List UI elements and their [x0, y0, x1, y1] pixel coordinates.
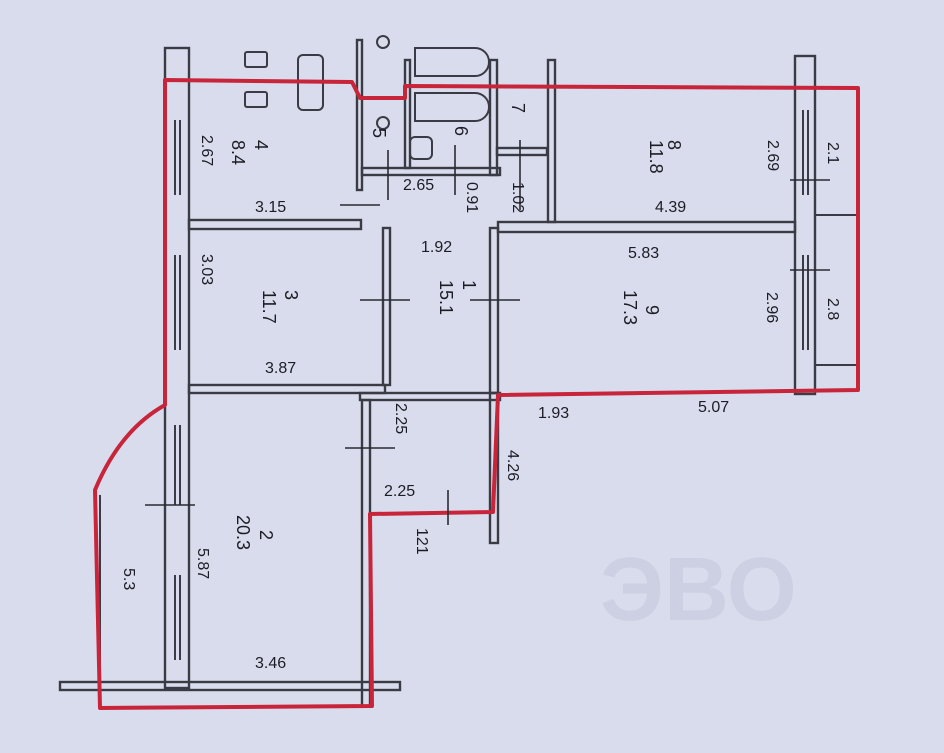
dim-closet-width: 2.25	[384, 483, 415, 500]
dim-bottom-a: 1.93	[538, 405, 569, 422]
room-9-number: 9	[642, 305, 662, 315]
dim-bottom-b: 5.07	[698, 399, 729, 416]
room-labels: 4 8.4 5 6 7 8 11.8 1 15.1 3 11.7 9 17.3 …	[228, 103, 684, 550]
toilet-icon	[409, 136, 433, 160]
dim-kitchen-width: 3.15	[255, 199, 286, 216]
dim-room2-height: 5.87	[194, 548, 211, 579]
dim-room9-width: 5.83	[628, 245, 659, 262]
room-3-area: 11.7	[259, 290, 279, 324]
dim-room2-width: 3.46	[255, 655, 286, 672]
room-6-number: 6	[451, 126, 471, 136]
washbasin-icon	[376, 35, 390, 49]
room-4-area: 8.4	[228, 140, 248, 165]
dim-balcony-right: 2.8	[824, 298, 841, 320]
room-7-number: 7	[508, 103, 528, 113]
dim-hall-width: 1.92	[421, 239, 452, 256]
dim-balcony-top: 2.1	[824, 142, 841, 164]
stove-icon	[244, 51, 268, 68]
dim-loggia-length: 5.3	[120, 568, 137, 590]
room-9-area: 17.3	[620, 290, 640, 325]
dimension-labels: 2.67 3.15 2.65 0.91 1.02 2.69 4.39 2.1 1…	[120, 135, 841, 672]
dim-closet-height: 2.25	[392, 403, 409, 434]
dim-room3-height: 3.03	[198, 254, 215, 285]
dimension-ticks	[145, 140, 830, 525]
room-8-area: 11.8	[646, 140, 666, 174]
walls	[58, 38, 858, 708]
dim-bath-width: 2.65	[403, 177, 434, 194]
dim-step-height: 4.26	[504, 450, 521, 481]
dim-room3-width: 3.87	[265, 360, 296, 377]
room-1-number: 1	[459, 280, 479, 290]
room-8-number: 8	[664, 140, 684, 150]
dim-room8-width: 4.39	[655, 199, 686, 216]
apartment-boundary	[93, 78, 860, 710]
dim-corridor-a: 0.91	[463, 182, 480, 213]
room-2-area: 20.3	[233, 515, 253, 550]
fixtures	[244, 35, 490, 160]
room-1-area: 15.1	[436, 280, 456, 315]
room-2-number: 2	[256, 530, 276, 540]
dim-room9-height: 2.96	[763, 292, 780, 323]
room-3-number: 3	[281, 290, 301, 300]
room-4-number: 4	[251, 140, 271, 150]
dim-step-small: 121	[413, 528, 430, 555]
bathtub-icon	[414, 47, 490, 77]
dim-kitchen-height: 2.67	[198, 135, 215, 166]
watermark: ЭВО	[600, 540, 797, 640]
room-5-number: 5	[369, 128, 389, 138]
dim-corridor-b: 1.02	[509, 182, 526, 213]
bottom-wall	[58, 680, 402, 692]
dim-room8-height: 2.69	[764, 140, 781, 171]
